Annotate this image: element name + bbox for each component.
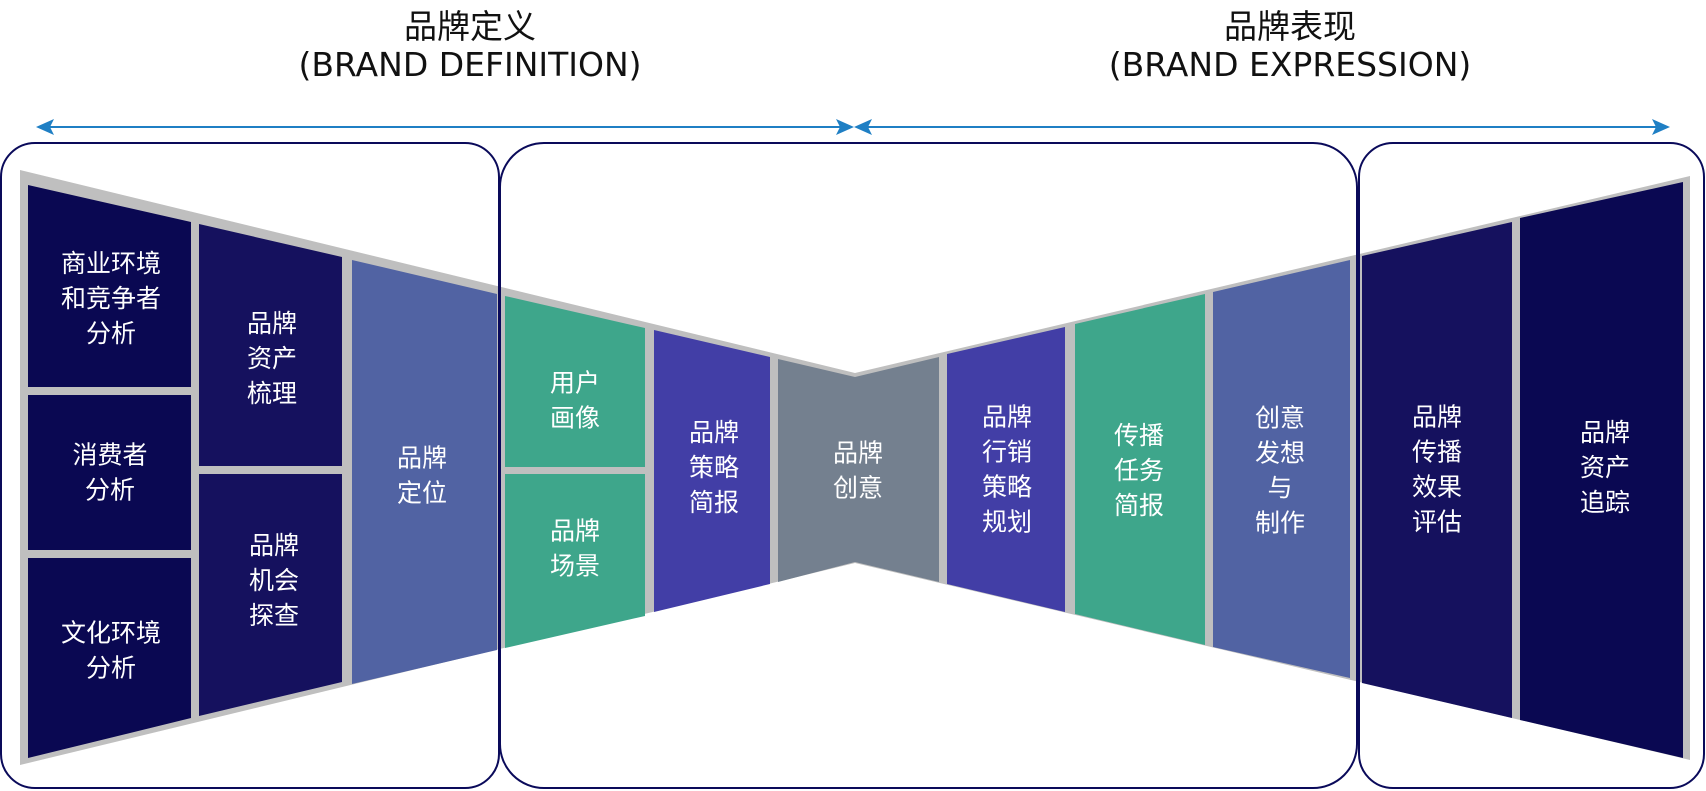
- label-line: 创意: [833, 474, 883, 503]
- label-line: 资产: [1580, 453, 1630, 482]
- brand-expression-heading: 品牌表现 (BRAND EXPRESSION): [1080, 8, 1500, 84]
- core-section-frame: [499, 142, 1358, 789]
- label-line: 评估: [1412, 508, 1462, 537]
- label-line: 场景: [550, 552, 600, 581]
- block-brand-creative: [778, 357, 939, 582]
- label-line: 规划: [982, 508, 1032, 537]
- label-line: 创意: [1255, 404, 1305, 433]
- block-brand-positioning: [352, 260, 497, 684]
- block-brand-opportunity: [199, 474, 342, 716]
- label-line: 策略: [982, 473, 1032, 502]
- label-comm-task-brief: 传播任务简报: [1114, 421, 1164, 520]
- label-culture-env: 文化环境分析: [61, 619, 161, 683]
- label-line: 和竞争者: [61, 284, 161, 313]
- label-line: 效果: [1412, 473, 1462, 502]
- label-line: 品牌: [833, 439, 883, 468]
- label-line: 传播: [1114, 421, 1164, 450]
- block-marketing-strategy: [947, 327, 1065, 612]
- label-line: 机会: [249, 566, 299, 595]
- label-line: 发想: [1255, 439, 1305, 468]
- brand-definition-title-en: (BRAND DEFINITION): [298, 45, 642, 84]
- label-line: 品牌: [247, 309, 297, 338]
- brand-expression-title-en: (BRAND EXPRESSION): [1108, 45, 1472, 84]
- label-line: 简报: [689, 488, 739, 517]
- block-business-env: [28, 185, 191, 387]
- label-line: 传播: [1412, 438, 1462, 467]
- label-line: 品牌: [397, 444, 447, 473]
- brand-expression-title-cn: 品牌表现: [1224, 7, 1356, 46]
- block-brand-strategy-brief: [654, 330, 770, 612]
- label-line: 任务: [1114, 456, 1164, 485]
- label-brand-assets-review: 品牌资产梳理: [247, 309, 297, 408]
- label-brand-strategy-brief: 品牌策略简报: [689, 418, 739, 517]
- label-line: 分析: [86, 654, 136, 683]
- definition-range-arrow: [36, 119, 854, 135]
- block-labels: 商业环境和竞争者分析 消费者分析 文化环境分析 品牌资产梳理 品牌机会探查 品牌…: [61, 249, 1630, 683]
- label-line: 探查: [249, 601, 299, 630]
- funnel-blocks: [28, 182, 1683, 758]
- label-marketing-strategy: 品牌行销策略规划: [982, 403, 1032, 537]
- label-line: 定位: [397, 479, 447, 508]
- label-line: 资产: [247, 344, 297, 373]
- block-user-persona: [505, 296, 645, 467]
- label-line: 追踪: [1580, 488, 1630, 517]
- label-line: 与: [1267, 474, 1292, 503]
- label-line: 品牌: [550, 517, 600, 546]
- block-culture-env: [28, 558, 191, 758]
- label-brand-positioning: 品牌定位: [397, 444, 447, 508]
- label-business-env: 商业环境和竞争者分析: [61, 249, 161, 348]
- block-comm-effect-eval: [1362, 222, 1512, 718]
- label-line: 文化环境: [61, 619, 161, 648]
- label-line: 品牌: [1412, 403, 1462, 432]
- brand-definition-heading: 品牌定义 (BRAND DEFINITION): [270, 8, 670, 84]
- label-brand-asset-tracking: 品牌资产追踪: [1580, 418, 1630, 517]
- label-line: 品牌: [689, 418, 739, 447]
- label-line: 画像: [550, 404, 600, 433]
- label-line: 消费者: [72, 441, 147, 470]
- expression-section-frame: [1358, 142, 1705, 789]
- label-line: 品牌: [982, 403, 1032, 432]
- block-brand-scenario: [505, 474, 645, 648]
- label-line: 品牌: [1580, 418, 1630, 447]
- block-consumer: [28, 395, 191, 550]
- label-brand-opportunity: 品牌机会探查: [249, 531, 299, 630]
- block-creative-ideation: [1213, 260, 1350, 678]
- label-creative-ideation: 创意发想与制作: [1255, 404, 1305, 538]
- label-brand-creative: 品牌创意: [833, 439, 883, 503]
- block-brand-assets-review: [199, 224, 342, 466]
- label-line: 简报: [1114, 491, 1164, 520]
- label-line: 品牌: [249, 531, 299, 560]
- label-user-persona: 用户画像: [550, 369, 600, 433]
- label-consumer: 消费者分析: [72, 441, 147, 505]
- label-line: 策略: [689, 453, 739, 482]
- block-comm-task-brief: [1075, 294, 1205, 645]
- section-frames: [0, 142, 1705, 789]
- label-line: 分析: [85, 476, 135, 505]
- brand-definition-title-cn: 品牌定义: [404, 7, 536, 46]
- expression-range-arrow: [854, 119, 1670, 135]
- label-line: 行销: [982, 438, 1032, 467]
- label-line: 商业环境: [61, 249, 161, 278]
- label-line: 用户: [550, 369, 600, 398]
- label-line: 制作: [1255, 509, 1305, 538]
- label-comm-effect-eval: 品牌传播效果评估: [1412, 403, 1462, 537]
- label-line: 梳理: [247, 379, 297, 408]
- label-brand-scenario: 品牌场景: [550, 517, 600, 581]
- block-brand-asset-tracking: [1520, 182, 1683, 758]
- label-line: 分析: [86, 319, 136, 348]
